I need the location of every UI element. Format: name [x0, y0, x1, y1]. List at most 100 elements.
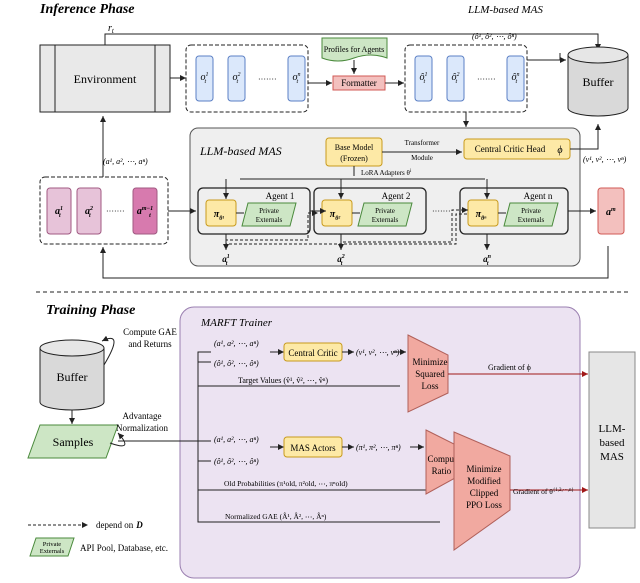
legend-private-line2: Externals: [40, 548, 65, 555]
legend-private-box: [29, 537, 75, 557]
normalized-gae-label: Normalized GAE (Â¹, Â², ⋯, Âⁿ): [225, 511, 327, 521]
action-box: [132, 187, 158, 235]
private-line1: Private: [521, 207, 541, 215]
dependency-dashed-1: [225, 210, 318, 241]
dependency-dashed-2: [340, 207, 468, 243]
inference-phase-title: Inference Phase: [39, 2, 135, 17]
central-critic-label: Central Critic: [288, 348, 337, 358]
private-externals-box: [357, 202, 413, 227]
llm-mas-train-box: [588, 351, 636, 529]
compute-gae-line1: Compute GAE: [123, 327, 177, 337]
gae-loop: [101, 335, 115, 366]
private-externals-box: [241, 202, 297, 227]
private-line1: Private: [375, 207, 395, 215]
base-model-line1: Base Model: [335, 143, 374, 152]
buffer-top: Buffer: [567, 46, 629, 117]
private-line1: Private: [259, 207, 279, 215]
policy-box: [467, 199, 499, 227]
llm-mas-top-label: LLM-based MAS: [467, 4, 543, 16]
llm-mas-container: [189, 127, 581, 267]
grad-phi-label: Gradient of ϕ: [488, 363, 531, 372]
formatter-label: Formatter: [341, 78, 377, 88]
environment-label: Environment: [74, 72, 137, 86]
ppo-line2: Modified: [467, 476, 501, 486]
actors-out-tuple: (π¹, π², ⋯, πⁿ): [356, 443, 401, 452]
msl-line2: Squared: [415, 369, 445, 379]
obshat-to-buffer-line: [527, 53, 561, 61]
min-squared-loss-box: [407, 334, 449, 413]
agent-title: Agent n: [524, 191, 553, 201]
actions-tuple-label: (a¹, a², ⋯, aⁿ): [103, 157, 148, 166]
private-externals-box: [503, 202, 559, 227]
ratio-line1: Compute: [428, 454, 461, 464]
private-line2: Externals: [518, 216, 545, 224]
transformer-line1: Transformer: [405, 139, 440, 147]
environment-box: Environment: [39, 44, 171, 113]
private-line2: Externals: [372, 216, 399, 224]
mas-actors-label: MAS Actors: [290, 443, 336, 453]
policy-label: πθ¹: [214, 209, 225, 222]
actions-group: [39, 176, 169, 245]
private-line2: Externals: [256, 216, 283, 224]
agent-dots: ·······: [432, 207, 451, 216]
obs-hat-tuple-label: (ô¹, ô², ⋯, ôⁿ): [472, 32, 517, 41]
buffer-train: Buffer: [39, 339, 105, 411]
critic-to-buffer-arrow: [570, 124, 601, 150]
compute-gae-line2: and Returns: [128, 339, 172, 349]
obs-hat-dots: ·······: [477, 75, 496, 84]
legend-private-line1: Private: [43, 541, 62, 548]
action-m-box: [597, 187, 625, 235]
agent-title: Agent 1: [266, 191, 295, 201]
obs-dots: ·······: [258, 75, 277, 84]
obs-box: [227, 55, 246, 102]
ratio-line2: Ratio r: [432, 466, 457, 476]
policy-label: πθⁿ: [476, 209, 488, 222]
policy-box: [205, 199, 237, 227]
obs-box: [287, 55, 306, 102]
advantage-loop: [109, 432, 126, 447]
base-model-line2: (Frozen): [340, 154, 368, 163]
reward-line: [104, 33, 601, 50]
dependency-dashed-3: [225, 213, 468, 245]
old-probs-label: Old Probabilities (π¹old, π²old, ⋯, πⁿol…: [224, 479, 348, 488]
obs-hat-box: [414, 55, 433, 102]
action-box: [46, 187, 72, 235]
sample-fan-lines: [118, 351, 440, 523]
policy-box: [321, 199, 353, 227]
critic-head-label: Central Critic Head: [475, 144, 546, 154]
actors-actions-tuple: (a¹, a², ⋯, aⁿ): [214, 435, 259, 444]
action-box: [76, 187, 102, 235]
llm-train-line3: MAS: [600, 451, 624, 463]
obs-box: [195, 55, 214, 102]
msl-line1: Minimize: [413, 357, 448, 367]
samples-box: [27, 424, 119, 459]
agent-title: Agent 2: [382, 191, 411, 201]
marft-title: MARFT Trainer: [200, 317, 273, 329]
lora-label: LoRA Adapters θi: [361, 169, 412, 177]
actors-obs-tuple: (ô¹, ô², ⋯, ôⁿ): [214, 457, 259, 466]
policy-label: πθ²: [330, 209, 341, 222]
train-obs-tuple: (ô¹, ô², ⋯, ôⁿ): [214, 359, 259, 368]
action-m-label: am: [606, 207, 616, 218]
buffer-train-label: Buffer: [56, 370, 87, 384]
obs-hat-box: [506, 55, 525, 102]
ppo-line1: Minimize: [467, 464, 502, 474]
action-dots: ·······: [106, 207, 125, 216]
profiles-label: Profiles for Agents: [324, 45, 384, 54]
training-phase-title: Training Phase: [46, 303, 135, 318]
advantage-line2: Normalization: [116, 423, 168, 433]
